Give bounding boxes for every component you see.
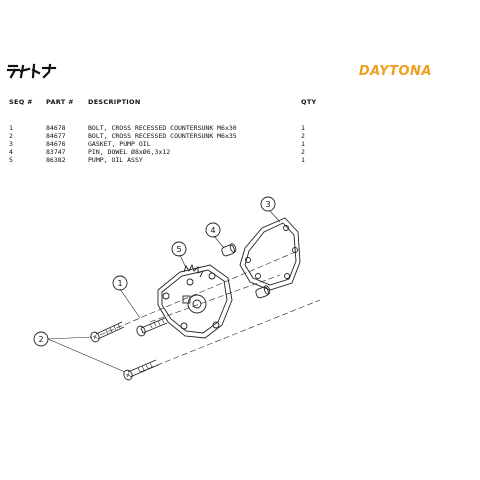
callout-circle-4 (205, 222, 221, 238)
part-description: GASKET, PUMP OIL (88, 140, 151, 148)
parts-row: 3 84676 GASKET, PUMP OIL 1 (0, 140, 480, 148)
bolt-m6x35 (123, 359, 159, 381)
part-description: PUMP, OIL ASSY (88, 156, 143, 164)
callout-circle-1 (112, 275, 128, 291)
part-number: 84678 (46, 124, 66, 132)
bolt-m6x35 (90, 321, 125, 343)
callout-label-4: 4 (210, 226, 215, 235)
callout-circle-3 (260, 196, 276, 212)
exploded-diagram: 1 2 3 4 5 (33, 196, 321, 381)
daytona-japanese-logo (6, 63, 63, 79)
column-header-qty: QTY (301, 98, 317, 106)
parts-list: 1 84678 BOLT, CROSS RECESSED COUNTERSUNK… (0, 124, 480, 164)
callout-circle-2 (33, 331, 49, 347)
column-header-seq: SEQ # (9, 98, 33, 106)
gasket-pump-oil (239, 217, 301, 291)
column-header-description: DESCRIPTION (88, 98, 141, 106)
seq-number: 2 (9, 132, 13, 140)
parts-row: 1 84678 BOLT, CROSS RECESSED COUNTERSUNK… (0, 124, 480, 132)
part-quantity: 1 (301, 124, 305, 132)
part-quantity: 2 (301, 132, 305, 140)
dowel-pin (221, 243, 237, 257)
part-quantity: 2 (301, 148, 305, 156)
bolt-m6x30 (136, 317, 168, 337)
daytona-brand-logo: DAYTONA (358, 64, 432, 79)
dowel-pin (255, 285, 271, 299)
seq-number: 3 (9, 140, 13, 148)
part-description: PIN, DOWEL Ø8xØ6,3x12 (88, 148, 171, 156)
callout-label-3: 3 (265, 200, 270, 209)
part-quantity: 1 (301, 140, 305, 148)
part-number: 83747 (46, 148, 66, 156)
part-description: BOLT, CROSS RECESSED COUNTERSUNK M6x30 (88, 124, 237, 132)
parts-row: 4 83747 PIN, DOWEL Ø8xØ6,3x12 2 (0, 148, 480, 156)
callout-label-2: 2 (38, 335, 43, 344)
seq-number: 4 (9, 148, 13, 156)
oil-pump-assembly (157, 263, 233, 339)
callout-circle-5 (171, 241, 187, 257)
parts-row: 5 86382 PUMP, OIL ASSY 1 (0, 156, 480, 164)
seq-number: 5 (9, 156, 13, 164)
assembly-axis-lines (99, 249, 321, 373)
callout-label-5: 5 (176, 245, 181, 254)
part-number: 86382 (46, 156, 66, 164)
part-description: BOLT, CROSS RECESSED COUNTERSUNK M6x35 (88, 132, 237, 140)
part-number: 84676 (46, 140, 66, 148)
seq-number: 1 (9, 124, 13, 132)
parts-row: 2 84677 BOLT, CROSS RECESSED COUNTERSUNK… (0, 132, 480, 140)
column-header-part: PART # (46, 98, 74, 106)
part-quantity: 1 (301, 156, 305, 164)
callout-label-1: 1 (117, 279, 122, 288)
part-number: 84677 (46, 132, 66, 140)
leader-lines (47, 210, 281, 373)
